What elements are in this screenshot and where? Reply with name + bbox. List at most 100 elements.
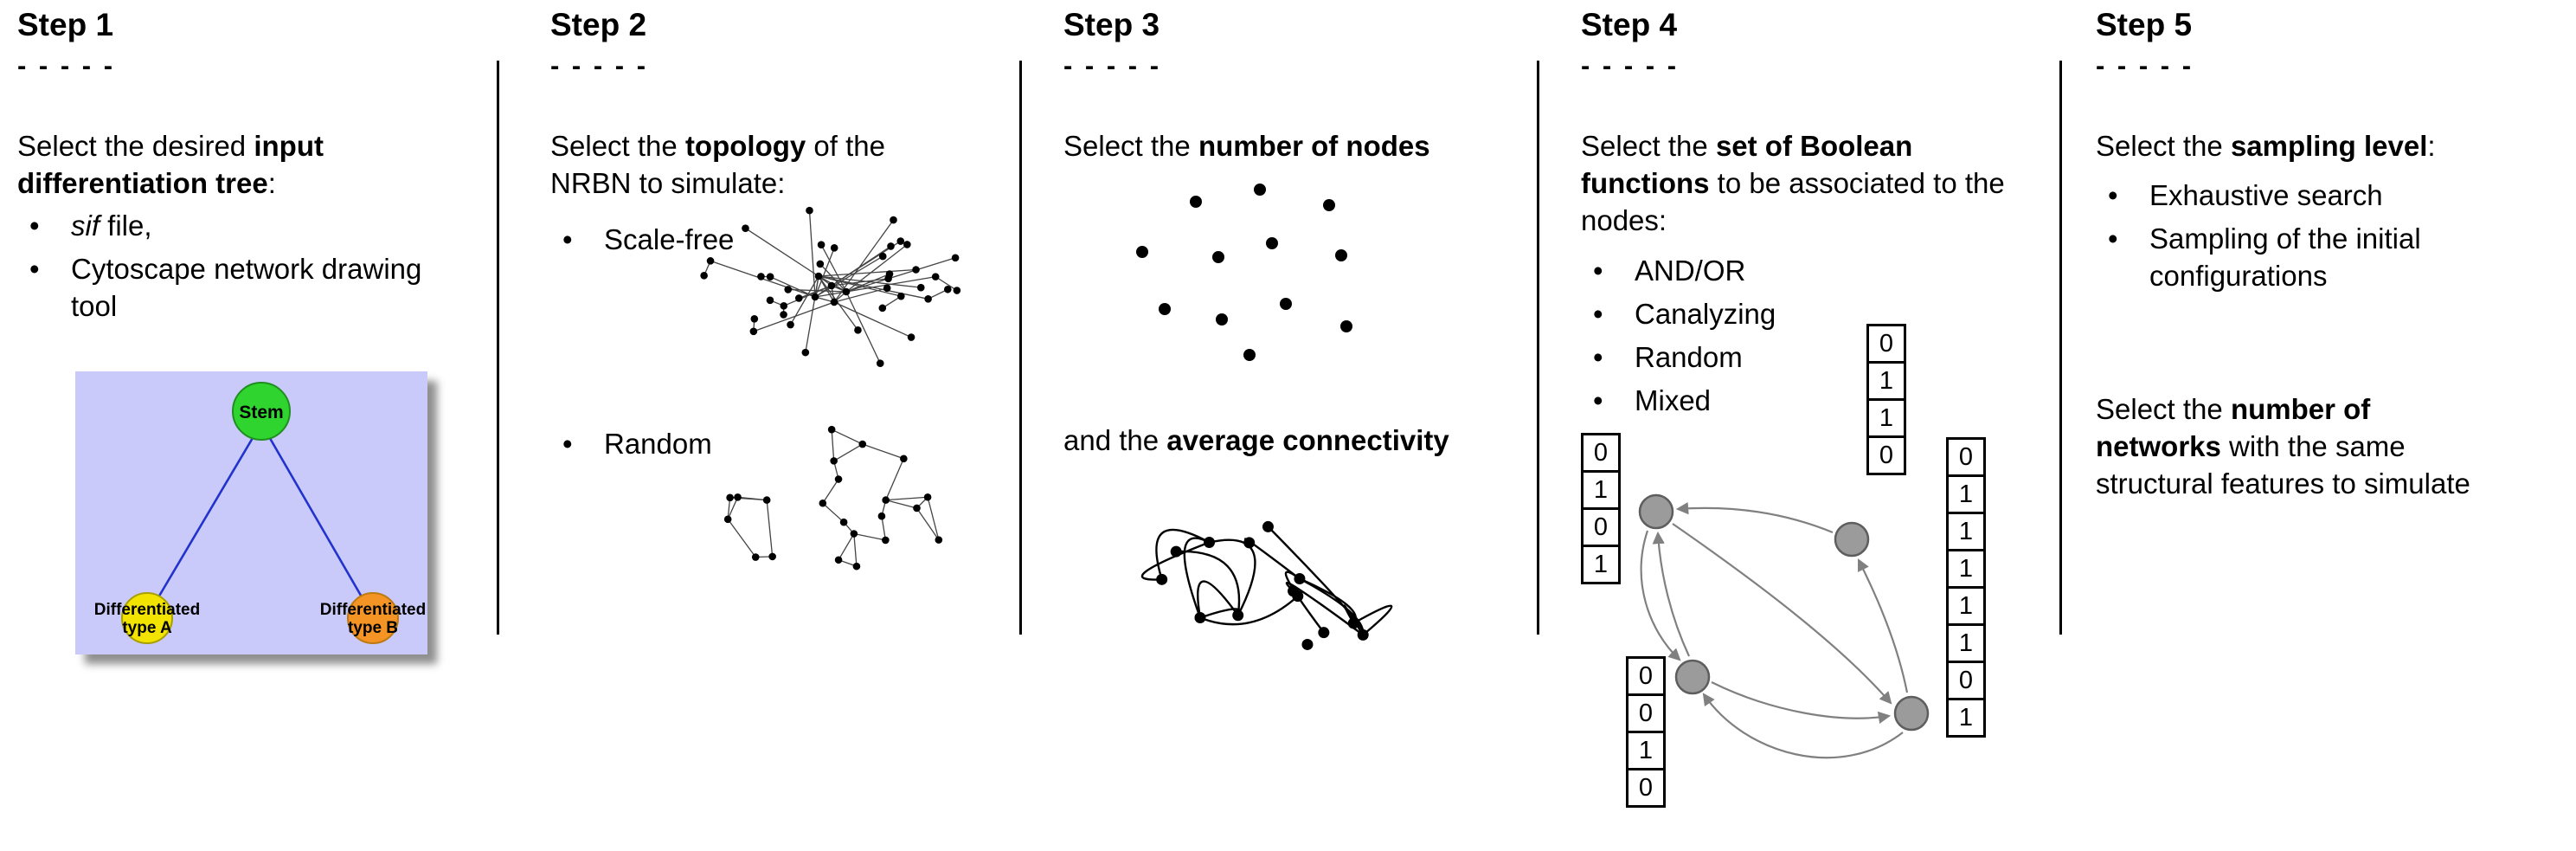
table-cell: 1 <box>1946 698 1986 738</box>
step-2-intro: Select the topology of the NRBN to simul… <box>550 128 964 203</box>
option-text: Sampling of the initial configurations <box>2149 222 2421 292</box>
step-3-title: Step 3 <box>1063 7 1160 42</box>
network-node <box>1834 521 1870 558</box>
column-divider-4 <box>2059 61 2062 635</box>
option-and-or: AND/OR <box>1581 253 1944 290</box>
intro-post: with the same structural features to sim… <box>2096 429 2470 500</box>
table-cell: 0 <box>1946 661 1986 700</box>
option-text: Canalyzing <box>1635 297 1776 330</box>
intro-bold: number of nodes <box>1198 130 1430 162</box>
column-divider-2 <box>1019 61 1022 635</box>
intro-bold: input differentiation tree <box>17 130 324 199</box>
step-4-options: AND/OR Canalyzing Random Mixed <box>1581 253 1944 426</box>
step-3-line2: and the average connectivity <box>1063 422 1531 460</box>
option-sif-file: sif file, <box>17 208 472 245</box>
option-exhaustive-search: Exhaustive search <box>2096 177 2502 215</box>
step-5-networks-text: Select the number of networks with the s… <box>2096 391 2489 503</box>
intro-pre: Select the <box>2096 393 2231 425</box>
option-text: Exhaustive search <box>2149 179 2383 211</box>
step-4-title: Step 4 <box>1581 7 1678 42</box>
type-a-label-line2: type A <box>122 619 172 637</box>
table-cell: 0 <box>1946 437 1986 477</box>
intro-bold: average connectivity <box>1166 424 1449 456</box>
step-4-column: Step 4 - - - - - Select the set of Boole… <box>1581 0 2052 851</box>
table-cell: 1 <box>1866 361 1906 401</box>
option-random: Random <box>550 426 712 463</box>
table-cell: 0 <box>1866 324 1906 364</box>
option-text: AND/OR <box>1635 255 1746 287</box>
option-text: Cytoscape network drawing tool <box>71 252 422 322</box>
table-cell: 0 <box>1581 433 1621 473</box>
intro-post: to be associated to the nodes: <box>1581 166 2005 236</box>
table-cell: 0 <box>1626 768 1666 808</box>
intro-bold: topology <box>684 130 806 162</box>
option-text: Random <box>604 428 712 460</box>
tree-edges <box>145 422 375 617</box>
differentiation-tree-figure: Stem Differentiated type A Differentiate… <box>75 371 427 654</box>
sif-italic: sif <box>71 210 100 242</box>
step-5-column: Step 5 - - - - - Select the sampling lev… <box>2096 0 2559 851</box>
step-3-dashes: - - - - - <box>1063 50 1162 81</box>
option-text: Scale-free <box>604 223 735 255</box>
intro-bold: number of networks <box>2096 393 2371 462</box>
truth-table-top: 0 1 1 0 <box>1866 324 1906 475</box>
option-sampling-configurations: Sampling of the initial configurations <box>2096 221 2502 295</box>
step-3-line1: Select the number of nodes <box>1063 128 1531 165</box>
step-3-column: Step 3 - - - - - Select the number of no… <box>1063 0 1531 851</box>
truth-table-bottom-left: 0 0 1 0 <box>1626 656 1666 808</box>
network-nodes <box>1638 493 1930 732</box>
boolean-network-figure <box>1638 493 1930 759</box>
network-edges <box>1640 502 1909 759</box>
table-cell: 0 <box>1626 693 1666 733</box>
option-text: Random <box>1635 340 1743 373</box>
table-cell: 1 <box>1581 545 1621 584</box>
table-cell: 0 <box>1866 435 1906 475</box>
type-b-label-line1: Differentiated <box>320 601 426 619</box>
intro-post: : <box>267 166 276 199</box>
step-5-options: Exhaustive search Sampling of the initia… <box>2096 177 2502 301</box>
option-mixed: Mixed <box>1581 383 1944 420</box>
table-cell: 1 <box>1946 586 1986 626</box>
step-1-options: sif file, Cytoscape network drawing tool <box>17 208 472 332</box>
intro-bold: set of Boolean functions <box>1581 130 1913 199</box>
intro-pre: Select the <box>2096 130 2231 162</box>
differentiated-type-b-node <box>347 592 399 644</box>
step-5-title: Step 5 <box>2096 7 2193 42</box>
table-cell: 0 <box>1626 656 1666 696</box>
intro-pre: Select the <box>550 130 685 162</box>
network-node <box>1674 659 1711 695</box>
option-random-functions: Random <box>1581 339 1944 377</box>
intro-pre: Select the <box>1581 130 1716 162</box>
scale-free-network-figure <box>700 206 961 367</box>
differentiated-type-a-node <box>121 592 173 644</box>
step-1-column: Step 1 - - - - - Select the desired inpu… <box>17 0 489 851</box>
table-cell: 1 <box>1626 731 1666 770</box>
nodes-dots-figure <box>1136 184 1352 361</box>
type-a-label-line1: Differentiated <box>94 601 200 619</box>
table-cell: 1 <box>1946 512 1986 551</box>
table-cell: 1 <box>1946 623 1986 663</box>
network-node <box>1893 695 1930 732</box>
intro-post: : <box>2427 130 2436 162</box>
table-cell: 1 <box>1946 549 1986 589</box>
column-divider-3 <box>1537 61 1539 635</box>
type-b-label-line2: type B <box>348 619 398 637</box>
differentiation-tree-svg: Stem Differentiated type A Differentiate… <box>75 371 427 654</box>
intro-post: of the NRBN to simulate: <box>550 130 885 199</box>
network-node <box>1638 493 1674 530</box>
intro-bold: sampling level <box>2230 130 2428 162</box>
step-1-title: Step 1 <box>17 7 114 42</box>
random-network-figure <box>723 425 943 571</box>
connectivity-network-figure <box>1140 520 1393 650</box>
option-text: Mixed <box>1635 384 1712 416</box>
stem-node <box>232 382 291 441</box>
truth-table-left: 0 1 0 1 <box>1581 433 1621 584</box>
intro-pre: Select the <box>1063 130 1198 162</box>
truth-table-right: 0 1 1 1 1 1 0 1 <box>1946 437 1986 738</box>
option-scale-free: Scale-free <box>550 222 734 259</box>
option-cytoscape: Cytoscape network drawing tool <box>17 251 472 326</box>
option-canalyzing: Canalyzing <box>1581 296 1944 333</box>
table-cell: 1 <box>1946 474 1986 514</box>
stem-label: Stem <box>239 403 283 422</box>
